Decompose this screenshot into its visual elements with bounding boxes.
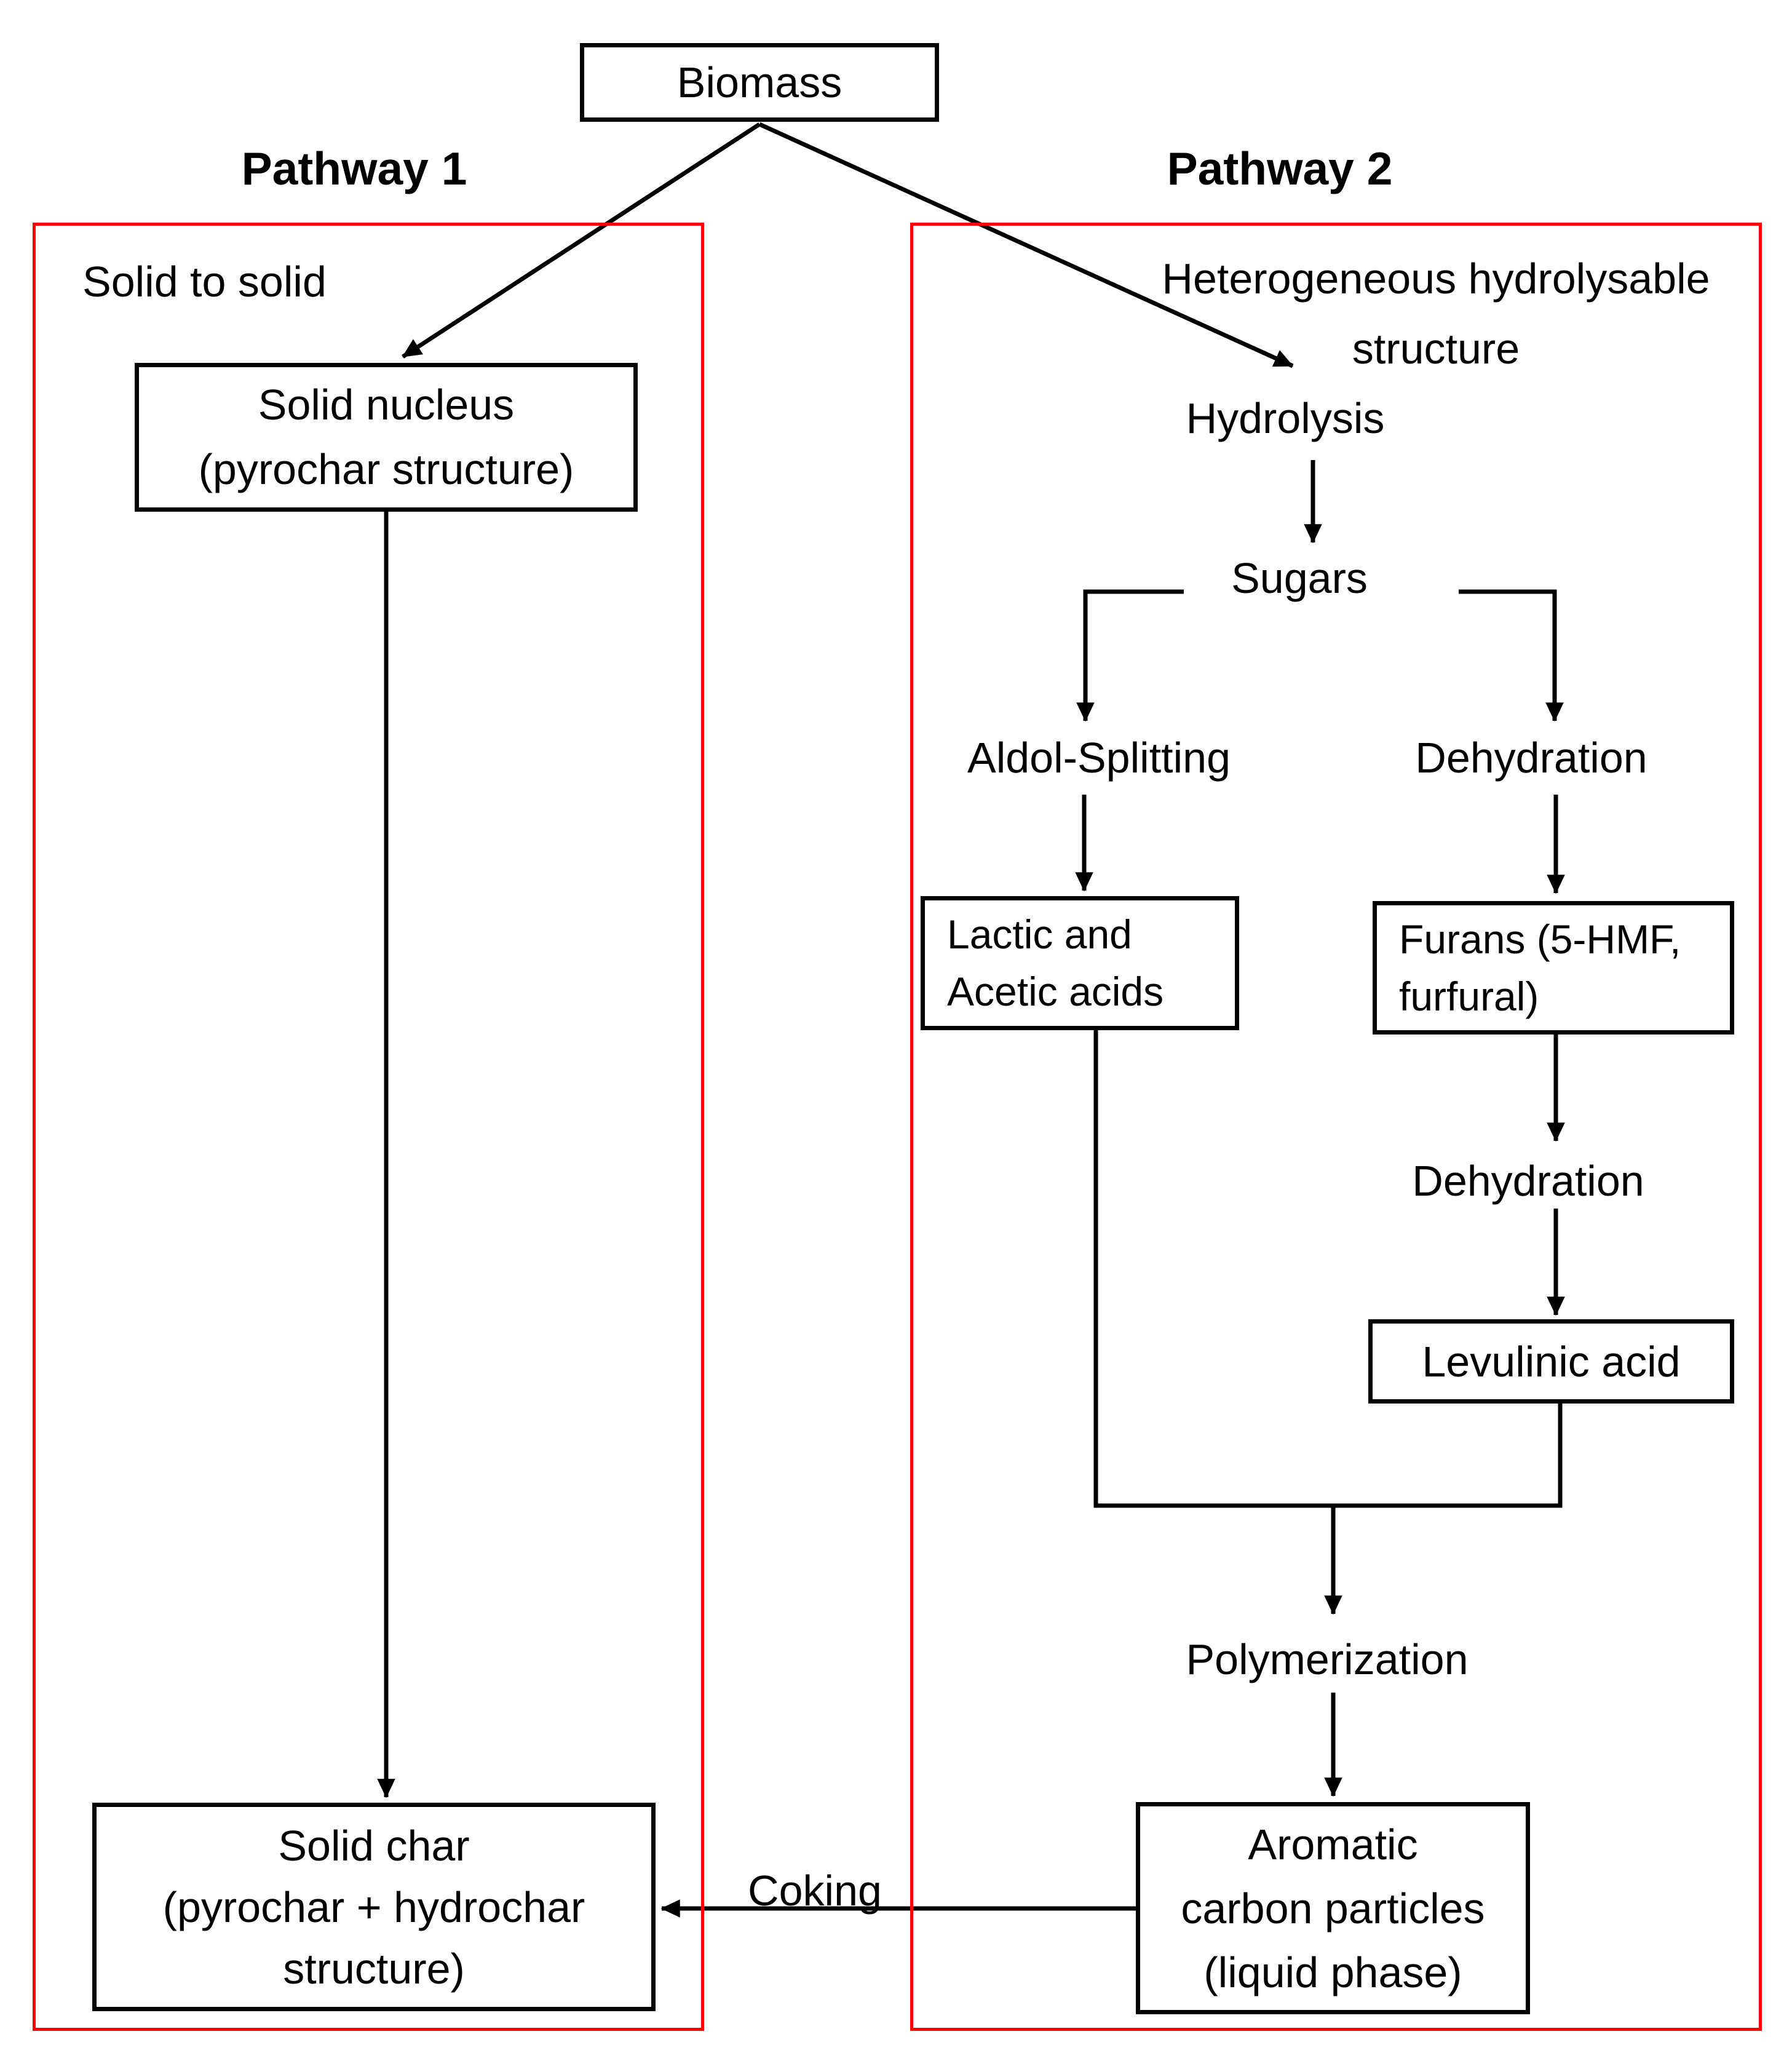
arrow-biomass-to-pathway2 bbox=[758, 122, 1294, 368]
node-solid-nucleus-line1: Solid nucleus bbox=[258, 381, 515, 429]
arrow-sugars-to-aldol-splitting bbox=[1076, 589, 1184, 722]
step-sugars: Sugars bbox=[1231, 554, 1368, 602]
node-lactic-acetic: Lactic and Acetic acids bbox=[921, 896, 1239, 1030]
node-solid-char-line2: (pyrochar + hydrochar bbox=[162, 1883, 585, 1931]
node-aromatic-carbon-line2: carbon particles bbox=[1181, 1884, 1485, 1932]
node-furans: Furans (5-HMF, furfural) bbox=[1373, 901, 1734, 1034]
node-biomass-label: Biomass bbox=[676, 58, 842, 106]
node-lactic-acetic-line1: Lactic and bbox=[947, 911, 1132, 957]
step-hydrolysis: Hydrolysis bbox=[1186, 394, 1385, 442]
pathway2-title: Pathway 2 bbox=[1167, 143, 1393, 194]
pathway1-subtitle: Solid to solid bbox=[82, 258, 327, 306]
step-dehydration-2: Dehydration bbox=[1412, 1157, 1644, 1205]
pathway2-subtitle: Heterogeneous hydrolysable structure bbox=[1144, 244, 1728, 384]
node-levulinic-acid: Levulinic acid bbox=[1368, 1319, 1734, 1404]
node-solid-nucleus-line2: (pyrochar structure) bbox=[198, 445, 574, 493]
pathway2-subtitle-line1: Heterogeneous hydrolysable bbox=[1162, 255, 1710, 303]
node-aromatic-carbon: Aromatic carbon particles (liquid phase) bbox=[1136, 1802, 1530, 2014]
node-aromatic-carbon-line3: (liquid phase) bbox=[1203, 1948, 1462, 1996]
step-polymerization: Polymerization bbox=[1186, 1635, 1469, 1683]
pathway2-subtitle-line2: structure bbox=[1352, 325, 1520, 373]
node-furans-line2: furfural) bbox=[1399, 973, 1539, 1019]
node-biomass: Biomass bbox=[580, 43, 939, 122]
node-solid-char-line3: structure) bbox=[283, 1944, 465, 1993]
merge-line-lactic-levulinic bbox=[1093, 1030, 1563, 1508]
node-solid-char-line1: Solid char bbox=[278, 1821, 470, 1870]
node-levulinic-acid-label: Levulinic acid bbox=[1422, 1337, 1681, 1386]
step-aldol-splitting: Aldol-Splitting bbox=[967, 734, 1231, 782]
pathway2-frame bbox=[910, 223, 1762, 2031]
node-lactic-acetic-line2: Acetic acids bbox=[947, 969, 1164, 1014]
node-furans-line1: Furans (5-HMF, bbox=[1399, 916, 1681, 962]
pathway1-title: Pathway 1 bbox=[241, 143, 467, 194]
node-solid-nucleus: Solid nucleus (pyrochar structure) bbox=[135, 363, 638, 512]
edge-label-coking: Coking bbox=[748, 1867, 882, 1915]
step-dehydration-1: Dehydration bbox=[1415, 734, 1647, 782]
pathway1-frame bbox=[33, 223, 704, 2031]
arrow-sugars-to-dehydration-1 bbox=[1459, 589, 1564, 722]
node-aromatic-carbon-line1: Aromatic bbox=[1248, 1820, 1418, 1868]
node-solid-char: Solid char (pyrochar + hydrochar structu… bbox=[92, 1803, 656, 2011]
arrow-biomass-to-solid-nucleus bbox=[402, 122, 761, 359]
